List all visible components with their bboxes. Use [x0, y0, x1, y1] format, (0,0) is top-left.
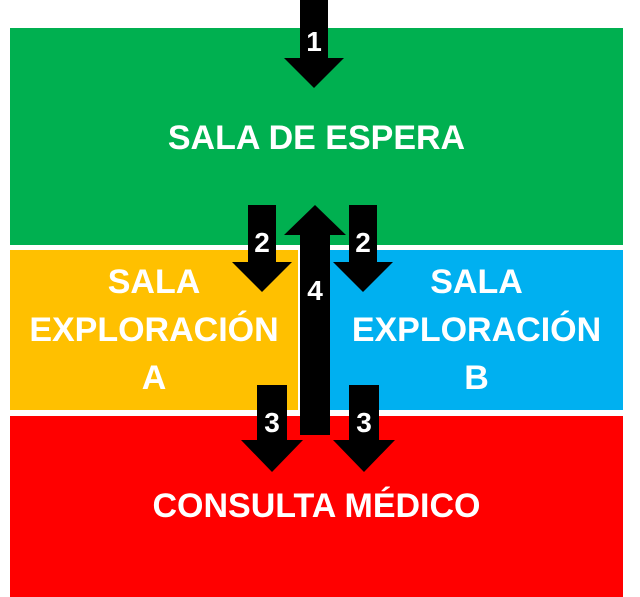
- consultation-label: CONSULTA MÉDICO: [152, 487, 481, 525]
- waiting-room-label: SALA DE ESPERA: [167, 119, 466, 157]
- exam-room-b-line1: SALA: [430, 263, 523, 301]
- exam-room-a: SALA EXPLORACIÓN A: [10, 250, 298, 410]
- exam-room-a-line3: A: [141, 359, 167, 397]
- step-4-number: 4: [307, 275, 323, 306]
- waiting-room-label-wrap: SALA DE ESPERA: [10, 118, 623, 158]
- consultation-area: [10, 416, 623, 597]
- exam-room-b-line2: EXPLORACIÓN: [351, 311, 602, 349]
- exam-room-b: SALA EXPLORACIÓN B: [330, 250, 623, 410]
- exam-room-b-line3: B: [464, 359, 489, 397]
- exam-room-a-line1: SALA: [107, 263, 201, 301]
- exam-room-a-line2: EXPLORACIÓN: [29, 311, 279, 349]
- consultation-label-wrap: CONSULTA MÉDICO: [10, 486, 623, 526]
